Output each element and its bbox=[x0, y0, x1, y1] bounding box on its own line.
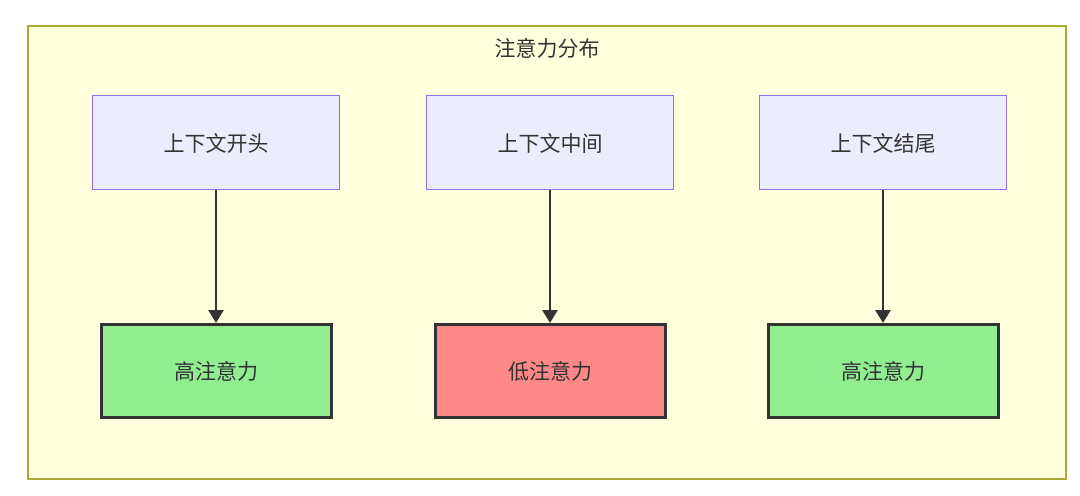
flow-column-context-end: 上下文结尾 高注意力 bbox=[759, 95, 1007, 419]
arrow-context-middle-to-attention bbox=[542, 190, 558, 323]
arrow-line bbox=[549, 190, 551, 310]
arrow-context-end-to-attention bbox=[875, 190, 891, 323]
arrow-context-start-to-attention bbox=[208, 190, 224, 323]
node-context-end: 上下文结尾 bbox=[759, 95, 1007, 190]
flow-column-context-middle: 上下文中间 低注意力 bbox=[426, 95, 674, 419]
node-high-attention-1: 高注意力 bbox=[99, 323, 333, 419]
node-low-attention: 低注意力 bbox=[433, 323, 667, 419]
flow-column-context-start: 上下文开头 高注意力 bbox=[92, 95, 340, 419]
arrow-line bbox=[882, 190, 884, 310]
arrow-head-down-icon bbox=[208, 310, 224, 323]
subgraph-title: 注意力分布 bbox=[494, 38, 600, 61]
arrow-head-down-icon bbox=[875, 310, 891, 323]
node-high-attention-2: 高注意力 bbox=[766, 323, 1000, 419]
arrow-head-down-icon bbox=[542, 310, 558, 323]
attention-distribution-subgraph: 注意力分布 上下文开头 高注意力 上下文中间 低注意力 上下文结尾 bbox=[27, 25, 1067, 480]
arrow-line bbox=[215, 190, 217, 310]
node-context-start: 上下文开头 bbox=[92, 95, 340, 190]
node-context-middle: 上下文中间 bbox=[426, 95, 674, 190]
